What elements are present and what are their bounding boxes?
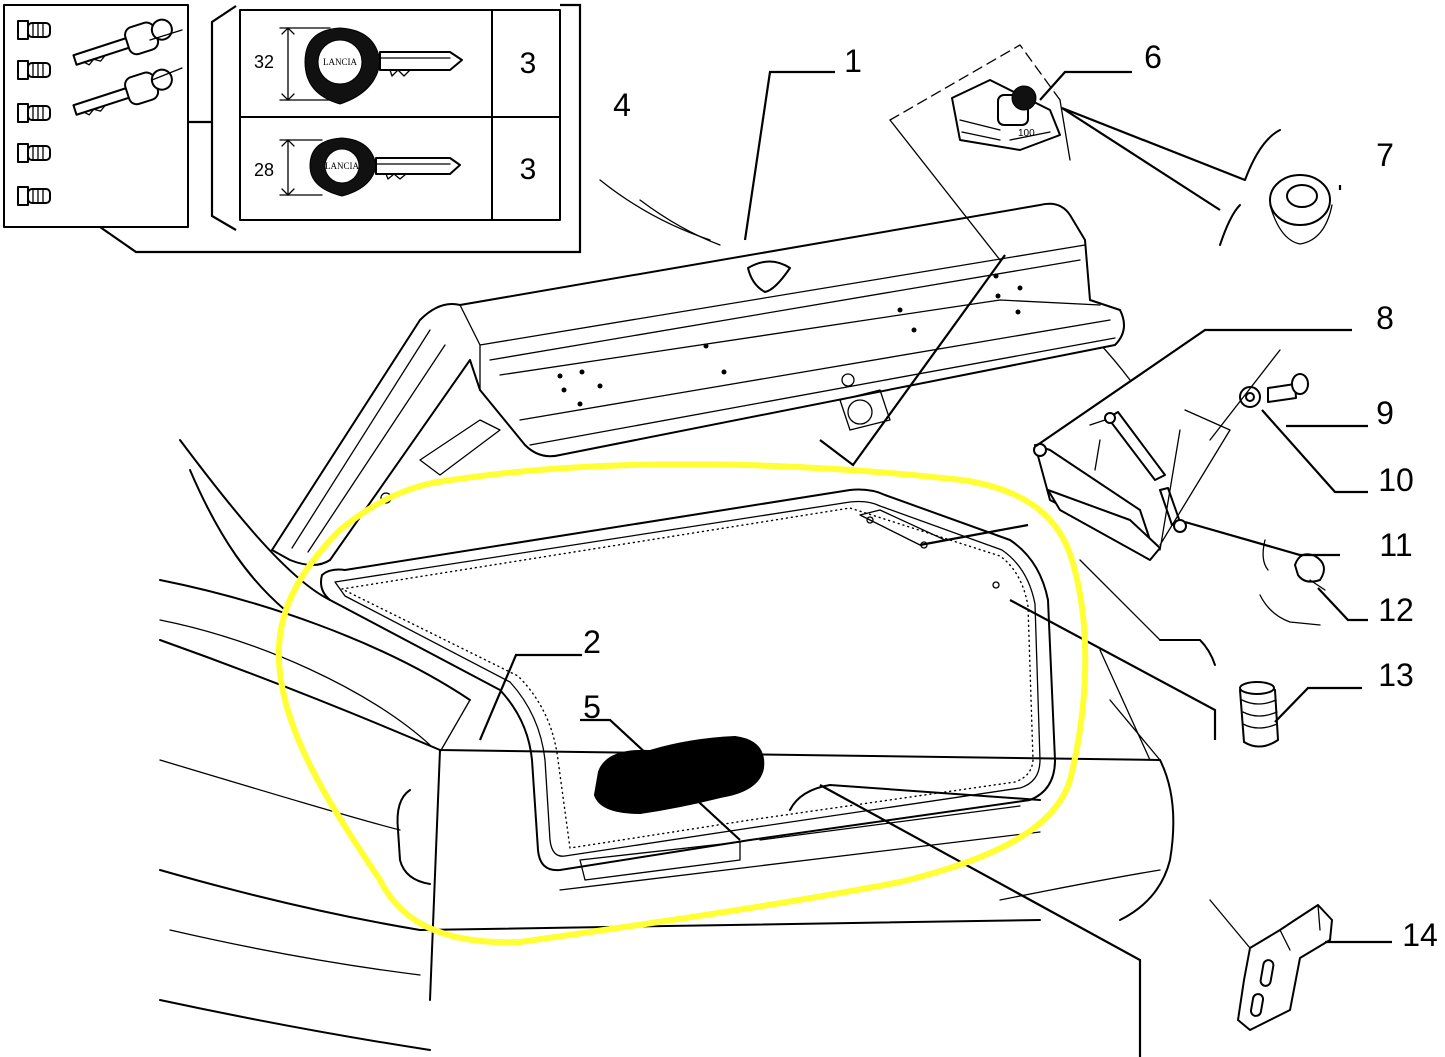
car-body [159, 179, 1261, 1051]
key-set-inset: 32 28 LANCIA LANCIA 3 3 [3, 3, 582, 254]
lock-cylinder-part: 100 [889, 44, 1071, 261]
key-brand-label: LANCIA [323, 57, 357, 67]
latch-bracket-part [1237, 904, 1333, 1031]
callout-11: 11 [1379, 527, 1412, 563]
key-28-quantity: 3 [520, 153, 537, 186]
key-32-quantity: 3 [520, 47, 537, 80]
key-pair-icon [72, 18, 183, 116]
callout-8: 8 [1376, 300, 1394, 336]
key-28-icon [279, 137, 461, 197]
key-brand-label: LANCIA [325, 161, 359, 171]
screw-icons [17, 20, 51, 206]
callout-2: 2 [583, 624, 601, 660]
callout-14: 14 [1402, 917, 1438, 953]
callout-6: 6 [1144, 39, 1162, 75]
highlight-outline [275, 461, 1089, 946]
callout-4: 4 [613, 87, 631, 123]
callout-12: 12 [1378, 592, 1414, 628]
key-table: 32 28 LANCIA LANCIA 3 3 [239, 9, 561, 221]
redaction-scribble [593, 735, 765, 815]
key-32-icon [279, 27, 463, 105]
key-32-dimension: 32 [254, 52, 274, 72]
trunk-opening [320, 488, 1056, 891]
callout-5: 5 [583, 689, 601, 725]
trunk-lid [271, 202, 1125, 566]
callout-9: 9 [1376, 395, 1394, 431]
callout-1: 1 [844, 43, 862, 79]
key-28-dimension: 28 [254, 160, 274, 180]
grommet-part [1219, 129, 1333, 246]
callout-7: 7 [1376, 137, 1394, 173]
callout-13: 13 [1378, 657, 1414, 693]
lid-mounting-holes [557, 273, 1023, 407]
callout-labels: 1 2 4 5 6 7 8 9 10 11 12 13 14 [583, 39, 1438, 953]
leader-lines [478, 70, 1392, 1057]
callout-10: 10 [1378, 462, 1414, 498]
bumper-stop-part [1239, 681, 1279, 748]
hinge-strut-parts [1033, 349, 1326, 626]
svg-text:100: 100 [1018, 128, 1035, 139]
